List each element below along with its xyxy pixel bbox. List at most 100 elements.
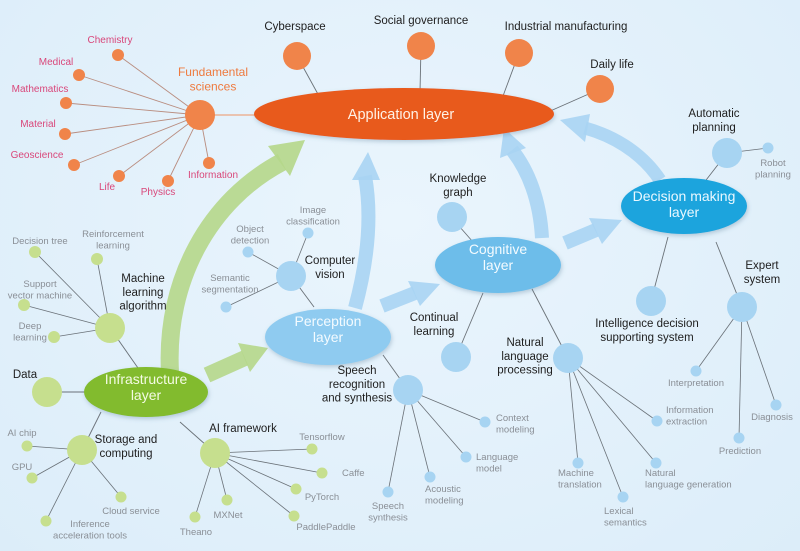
connector-line — [567, 357, 624, 498]
framework-leaf-label: Theano — [180, 527, 212, 538]
cognitive-layer — [435, 237, 561, 293]
arrow-cognitive-to-application-shaft — [506, 145, 549, 239]
framework-leaf-label: Tensorflow — [299, 432, 345, 443]
framework-theano-node — [189, 511, 201, 523]
expert-prediction-node — [733, 432, 745, 444]
ml-support-vector-machine-node — [18, 299, 30, 311]
automatic-planning-node — [712, 138, 742, 168]
application-layer — [254, 88, 554, 140]
connector-line — [64, 114, 201, 135]
storage-cloud-service-node — [115, 491, 127, 503]
application-daily-life-node — [586, 75, 614, 103]
expert-leaf-label: Diagnosis — [751, 412, 793, 423]
nlp-information-extraction-node — [651, 415, 663, 427]
application-child-label: Daily life — [590, 59, 633, 71]
speech-speech-synthesis-node — [382, 486, 394, 498]
framework-leaf-label: PyTorch — [305, 492, 339, 503]
expert-system-node — [727, 292, 757, 322]
fundamental-mathematics-node — [60, 97, 72, 109]
data-label: Data — [13, 369, 38, 381]
connector-line — [65, 102, 201, 116]
fundamental-sciences-node — [185, 100, 215, 130]
connector-line — [387, 389, 409, 493]
natural-language-processing-node — [553, 343, 583, 373]
framework-leaf-label: Caffe — [342, 468, 365, 479]
framework-pytorch-node — [290, 483, 302, 495]
connector-line — [741, 306, 777, 406]
framework-caffe-node — [316, 467, 328, 479]
expert-leaf-label: Prediction — [719, 446, 761, 457]
framework-tensorflow-node — [306, 443, 318, 455]
application-layer-label: Application layer — [348, 107, 455, 123]
knowledge-graph-node — [437, 202, 467, 232]
application-child-label: Cyberspace — [264, 21, 325, 33]
connector-line — [567, 357, 579, 464]
connector-line — [214, 448, 313, 454]
nlp-machine-translation-node — [572, 457, 584, 469]
computer-vision-node — [276, 261, 306, 291]
framework-leaf-label: MXNet — [213, 510, 242, 521]
application-industrial-manufacturing-node — [505, 39, 533, 67]
storage-leaf-label: Cloud service — [102, 506, 160, 517]
arrow-cognitive-to-decision-head — [589, 218, 622, 244]
robot-planning-node — [762, 142, 774, 154]
arrow-infrastructure-to-perception-shaft — [203, 350, 249, 383]
fundamental-medical-node — [73, 69, 85, 81]
fundamental-science-label: Chemistry — [87, 35, 132, 46]
storage-leaf-label: AI chip — [7, 428, 36, 439]
nlp-lexical-semantics-node — [617, 491, 629, 503]
framework-paddlepaddle-node — [288, 510, 300, 522]
storage-and-computing-node — [67, 435, 97, 465]
expert-diagnosis-node — [770, 399, 782, 411]
cv-object-detection-node — [242, 246, 254, 258]
fundamental-information-node — [203, 157, 215, 169]
machine-learning-algorithm-node — [95, 313, 125, 343]
application-child-label: Social governance — [374, 15, 469, 27]
arrow-cognitive-to-application-head — [500, 128, 526, 158]
fundamental-science-label: Information — [188, 170, 238, 181]
arrow-infrastructure-to-perception-head — [238, 343, 268, 372]
arrow-infrastructure-to-application-head — [268, 140, 305, 176]
arrow-cognitive-to-decision-shaft — [562, 223, 599, 250]
arrow-decision-to-application-head — [560, 114, 590, 142]
fundamental-life-node — [113, 170, 125, 182]
ml-leaf-label: Decision tree — [12, 236, 67, 247]
fundamental-science-label: Geoscience — [11, 150, 64, 161]
decision-making-layer — [621, 178, 747, 234]
cv-semantic-segmentation-node — [220, 301, 232, 313]
arrow-perception-to-cognitive-head — [408, 281, 440, 306]
fundamental-material-node — [59, 128, 71, 140]
expert-interpretation-node — [690, 365, 702, 377]
data-node — [32, 377, 62, 407]
fundamental-chemistry-node — [112, 49, 124, 61]
intelligence-decision-supporting-system-node — [636, 286, 666, 316]
arrow-infrastructure-to-application-shaft — [160, 154, 287, 373]
nlp-natural-language-generation-node — [650, 457, 662, 469]
connector-line — [118, 114, 201, 177]
arrow-decision-to-application-shaft — [583, 121, 666, 184]
